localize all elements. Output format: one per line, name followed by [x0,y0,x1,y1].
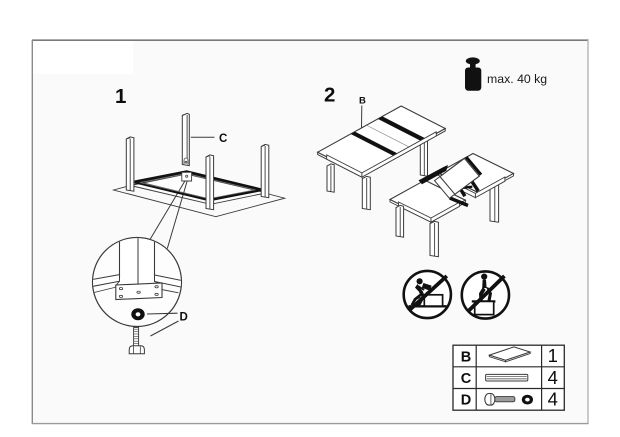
svg-text:4: 4 [548,367,558,388]
svg-text:D: D [461,393,471,409]
svg-text:2: 2 [324,84,335,107]
svg-text:B: B [359,95,366,106]
svg-text:D: D [180,311,188,323]
svg-text:4: 4 [548,389,558,410]
svg-text:C: C [461,371,472,387]
svg-text:1: 1 [115,85,126,108]
svg-text:C: C [219,133,227,145]
svg-text:max. 40 kg: max. 40 kg [487,72,547,86]
svg-text:B: B [461,349,471,365]
svg-text:1: 1 [548,345,558,366]
